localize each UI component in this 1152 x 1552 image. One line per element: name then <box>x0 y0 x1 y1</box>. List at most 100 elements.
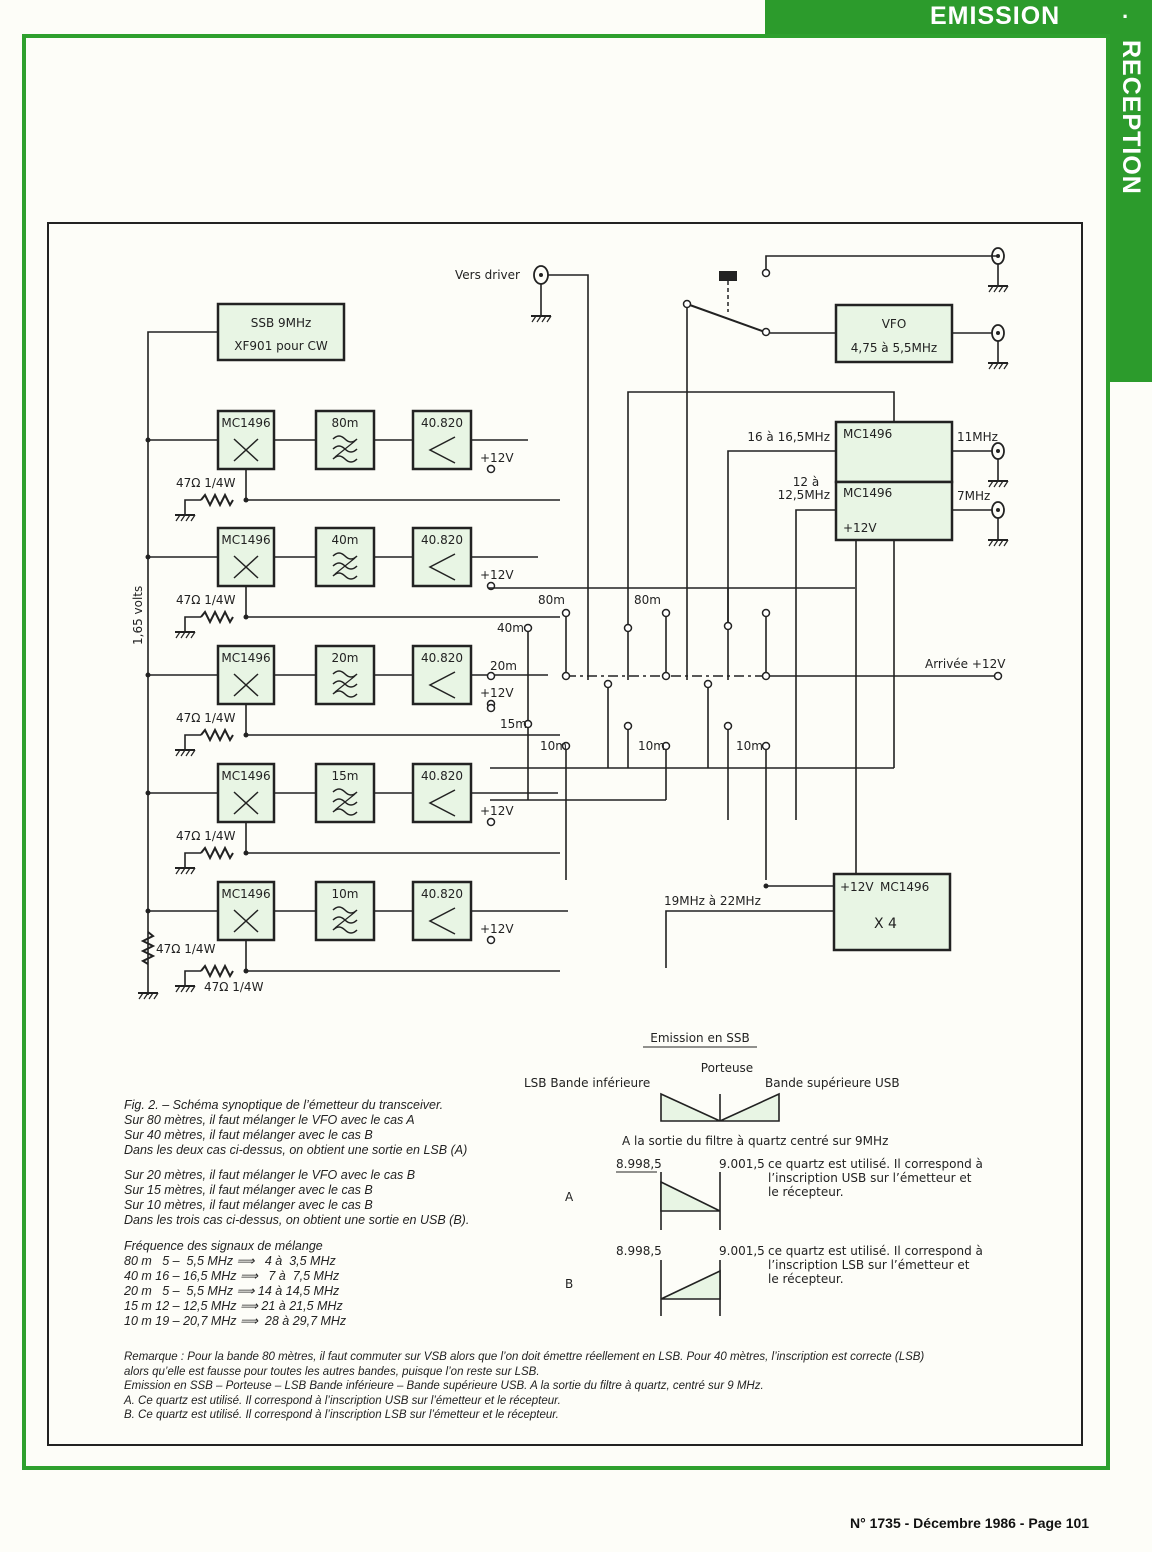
section-separator: · <box>1122 4 1130 29</box>
switch-contact <box>761 741 771 751</box>
multiplier-supply: +12V <box>840 880 874 894</box>
multiplier-label: MC1496 <box>880 880 929 894</box>
side-tab <box>1110 0 1152 382</box>
porteuse-label: Porteuse <box>701 1061 753 1075</box>
ground-icon <box>987 539 1009 547</box>
mixer-box <box>216 526 276 588</box>
amplifier-box <box>411 526 473 588</box>
bias-resistor-label: 47Ω 1/4W <box>156 942 216 956</box>
freq-row: 15 m 12 – 12,5 MHz ⟹ 21 à 21,5 MHz <box>124 1299 343 1313</box>
osc-bottom-freq1: 12 à <box>793 475 819 489</box>
amplifier-icon <box>428 671 456 699</box>
junction <box>145 437 151 443</box>
resistor <box>200 611 234 623</box>
junction <box>145 672 151 678</box>
switch-contact <box>623 623 633 633</box>
resistor-label: 47Ω 1/4W <box>176 711 236 725</box>
switch-contact <box>661 671 671 681</box>
switch-80m-b: 80m <box>634 593 661 607</box>
amplifier-label: 40.820 <box>421 651 463 665</box>
filter-label: 10m <box>332 887 359 901</box>
resistor <box>200 494 234 506</box>
ground-icon <box>174 749 196 757</box>
case-b-fhigh: 9.001,5 <box>719 1244 765 1258</box>
amplifier-label: 40.820 <box>421 533 463 547</box>
junction <box>145 790 151 796</box>
mixer-label: MC1496 <box>221 416 270 430</box>
case-b-text3: le récepteur. <box>768 1272 844 1286</box>
caption-block2: Sur 20 mètres, il faut mélanger le VFO a… <box>124 1168 469 1228</box>
resistor <box>200 965 234 977</box>
remarks: Remarque : Pour la bande 80 mètres, il f… <box>124 1350 924 1423</box>
amplifier-icon <box>428 907 456 935</box>
switch-contact <box>561 741 571 751</box>
freq-row: 20 m 5 – 5,5 MHz ⟹ 14 à 14,5 MHz <box>124 1284 340 1298</box>
switch-40m: 40m <box>497 621 524 635</box>
resistor <box>200 729 234 741</box>
multiplier-freq: 19MHz à 22MHz <box>664 894 761 908</box>
caption-line: Dans les deux cas ci-dessus, on obtient … <box>124 1143 468 1157</box>
ground-icon <box>174 867 196 875</box>
osc-mixer-bottom <box>834 480 954 542</box>
supply-label: +12V <box>480 922 514 936</box>
supply-label: +12V <box>480 804 514 818</box>
switch-contact <box>703 679 713 689</box>
case-a-text1: ce quartz est utilisé. Il correspond à <box>768 1157 983 1171</box>
ground-icon <box>174 631 196 639</box>
switch-contact <box>723 721 733 731</box>
section-title: EMISSION <box>930 2 1061 30</box>
switch-contact <box>561 671 571 681</box>
caption-line: Fig. 2. – Schéma synoptique de l’émetteu… <box>124 1098 444 1112</box>
junction <box>145 554 151 560</box>
caption-block1: Fig. 2. – Schéma synoptique de l’émetteu… <box>124 1098 467 1158</box>
case-b-label: B <box>565 1277 573 1291</box>
switch-10m-b: 10m <box>638 739 665 753</box>
switch-10m-a: 10m <box>540 739 567 753</box>
switch-contact <box>761 608 771 618</box>
remark-line: A. Ce quartz est utilisé. Il correspond … <box>124 1394 561 1407</box>
mixer-label: MC1496 <box>221 769 270 783</box>
caption-line: Sur 15 mètres, il faut mélanger avec le … <box>124 1183 373 1197</box>
switch-contact <box>523 623 533 633</box>
switch-15m: 15m <box>500 717 527 731</box>
switch-contact <box>661 741 671 751</box>
mixer-box <box>216 409 276 471</box>
key-button <box>719 271 737 281</box>
osc-mixer-bottom-label: MC1496 <box>843 486 892 500</box>
lsb-sideband <box>660 1092 721 1122</box>
freq-title: Fréquence des signaux de mélange <box>124 1239 323 1253</box>
supply-label: +12V <box>480 451 514 465</box>
switch-contact <box>486 671 496 681</box>
usb-sideband <box>719 1092 780 1122</box>
case-b-band <box>660 1269 721 1300</box>
osc-mixer-top <box>834 420 954 484</box>
ssb-figure-title: Emission en SSB <box>650 1031 749 1045</box>
caption-line: Sur 20 mètres, il faut mélanger le VFO a… <box>124 1168 416 1182</box>
filter-label: 15m <box>332 769 359 783</box>
xtal-7mhz: 7MHz <box>957 489 990 503</box>
case-a-text3: le récepteur. <box>768 1185 844 1199</box>
osc-top-freq: 16 à 16,5MHz <box>747 430 830 444</box>
filter-label: 40m <box>332 533 359 547</box>
remark-line: Remarque : Pour la bande 80 mètres, il f… <box>124 1351 925 1363</box>
ground-icon <box>174 514 196 522</box>
mixer-label: MC1496 <box>221 887 270 901</box>
supply-label: +12V <box>480 686 514 700</box>
figure-frame <box>47 222 1083 1446</box>
multiplier-box <box>832 872 952 952</box>
supply-label: +12V <box>480 568 514 582</box>
page-frame <box>22 34 1110 1470</box>
switch-contact <box>723 621 733 631</box>
supply-terminal <box>486 935 496 945</box>
remark-line: B. Ce quartz est utilisé. Il correspond … <box>124 1409 559 1421</box>
resistor-label: 47Ω 1/4W <box>176 829 236 843</box>
remark-line: Emission en SSB – Porteuse – LSB Bande i… <box>124 1380 764 1392</box>
case-b-text2: l’inscription LSB sur l’émetteur et <box>768 1258 970 1272</box>
ground-icon <box>987 285 1009 293</box>
ssb-filter-line2: XF901 pour CW <box>234 339 328 353</box>
vers-driver-label: Vers driver <box>455 268 520 282</box>
switch-contact <box>523 719 533 729</box>
caption-line: Sur 10 mètres, il faut mélanger avec le … <box>124 1198 373 1212</box>
caption-line: Dans les trois cas ci-dessus, on obtient… <box>124 1213 470 1227</box>
